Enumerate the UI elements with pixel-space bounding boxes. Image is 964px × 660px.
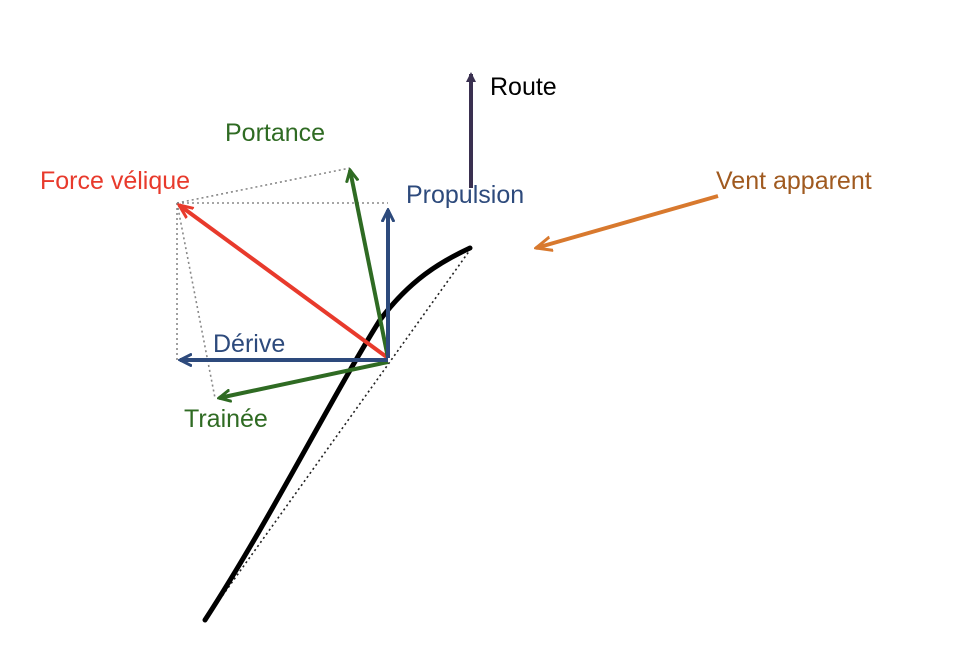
construction-lines xyxy=(176,167,388,399)
portance-arrow xyxy=(350,170,390,359)
trainee-arrow xyxy=(219,360,389,398)
force-velique-arrow xyxy=(179,205,390,360)
derive-label: Dérive xyxy=(213,330,285,358)
propulsion-label: Propulsion xyxy=(406,181,524,209)
portance-label: Portance xyxy=(225,119,325,147)
trainee-label: Trainée xyxy=(184,405,268,433)
route-label: Route xyxy=(490,73,557,101)
sail-chord xyxy=(204,249,471,621)
sail-curve xyxy=(202,245,473,623)
vent-apparent-arrow xyxy=(536,194,719,248)
vent-apparent-label: Vent apparent xyxy=(716,167,872,195)
force-velique-label: Force vélique xyxy=(40,167,190,195)
